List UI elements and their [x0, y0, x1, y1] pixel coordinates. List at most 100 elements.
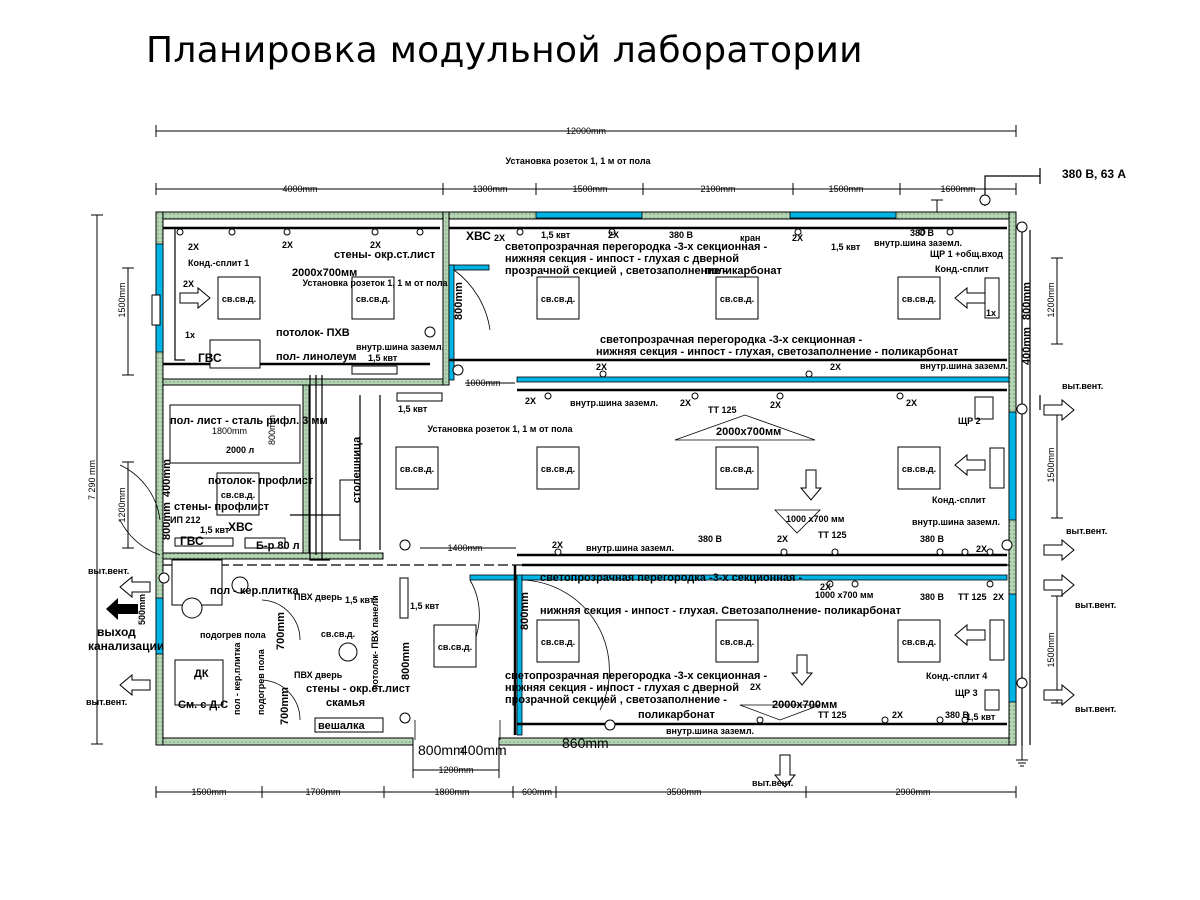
door-size: 1000 х700 мм — [815, 590, 874, 600]
heated-floor-label: подогрев пола — [200, 630, 267, 640]
gvs-label: ГВС — [180, 534, 204, 548]
sock-2x: 2Х — [976, 544, 987, 554]
fixture-label: св.св.д. — [438, 642, 472, 652]
dim-entrance-800: 800mm — [418, 742, 465, 758]
partition-3b: нижняя секция - инпост - глухая. Светоза… — [540, 605, 902, 617]
sock-1x: 1х — [185, 330, 195, 340]
v380-label: 380 В — [910, 228, 935, 238]
vent-label: выт.вент. — [1075, 704, 1116, 714]
door-dim: 800mm — [400, 642, 412, 680]
shr3-label: ЩР 3 — [955, 688, 978, 698]
sock-2x: 2Х — [906, 398, 917, 408]
sock-2x: 2Х — [820, 582, 831, 592]
partition-4b: нижняя секция - инпост - глухая с дверно… — [505, 682, 739, 694]
door-dim: 700mm — [279, 687, 291, 725]
vent-label: выт.вент. — [1075, 600, 1116, 610]
sewage-label: канализации — [88, 639, 164, 653]
dim-1400: 1400mm — [447, 543, 482, 553]
door-dim: 700mm — [275, 612, 287, 650]
dim-right-top: 1200mm — [1046, 282, 1056, 317]
kran-label: кран — [740, 233, 760, 243]
dim-right-mid: 1500mm — [1046, 447, 1056, 482]
pvc-door-label: ПВХ дверь — [294, 670, 343, 680]
v380-label: 380 В — [945, 710, 970, 720]
v380-label: 380 В — [698, 534, 723, 544]
partition-3: светопрозрачная перегородка -3-х секцион… — [540, 572, 802, 584]
partition-4c: прозрачной секцией , светозаполнение - — [505, 694, 727, 706]
light-fixtures — [216, 276, 941, 668]
sock-2x: 2Х — [770, 400, 781, 410]
tt-label: ТТ 125 — [958, 592, 987, 602]
sock-2x: 2Х — [993, 592, 1004, 602]
ground-bar: внутр.шина заземл. — [586, 543, 674, 553]
dim-top-5: 1500mm — [828, 184, 863, 194]
partition-2b: нижняя секция - инпост - глухая, светоза… — [596, 346, 959, 358]
door-dim: 800mm — [453, 282, 465, 320]
sock-2x: 2Х — [608, 230, 619, 240]
door-dim: 800mm — [161, 502, 173, 540]
fixture-label: св.св.д. — [720, 637, 754, 647]
sock-2x: 2Х — [892, 710, 903, 720]
partition-1: светопрозрачная перегородка -3-х секцион… — [505, 241, 767, 253]
dim-bot-3: 1800mm — [434, 787, 469, 797]
dim-overall: 12000mm — [566, 126, 606, 136]
bench-label: скамья — [326, 697, 365, 709]
exit-arrow-icon — [106, 598, 138, 620]
fixture-label: св.св.д. — [356, 294, 390, 304]
kw-label: 1,5 квт — [200, 525, 230, 535]
sock-2x: 2Х — [525, 396, 536, 406]
walls-profile-label: стены- профлист — [174, 501, 270, 513]
dim-top-4: 2100mm — [700, 184, 735, 194]
ground-bar: внутр.шина заземл. — [920, 361, 1008, 371]
khvs-label: ХВС — [228, 520, 253, 534]
vent-label: выт.вент. — [1062, 381, 1103, 391]
kw-label: 1,5 квт — [966, 712, 996, 722]
sock-2x: 2Х — [370, 240, 381, 250]
socket-marks — [158, 194, 1028, 731]
cond-split-label: Конд.-сплит — [932, 495, 986, 505]
khvs-label: ХВС — [466, 229, 491, 243]
heated-floor-label: подогрев пола — [256, 648, 266, 715]
dim-height: 7 290 mm — [87, 460, 97, 500]
power-supply: 380 В, 63 А — [1062, 167, 1126, 181]
dim-bot-2: 1700mm — [305, 787, 340, 797]
fixture-label: св.св.д. — [222, 294, 256, 304]
floor-steel-label: пол- лист - сталь рифл. 3 мм — [170, 415, 328, 427]
ground-bar: внутр.шина заземл. — [874, 238, 962, 248]
ip212-label: ИП 212 — [170, 515, 200, 525]
exit-label: выход — [97, 625, 136, 639]
ground-bar: внутр.шина заземл. — [356, 342, 444, 352]
v380-label: 380 В — [920, 534, 945, 544]
dk-label: ДК — [194, 668, 209, 680]
door-size: 2000х700мм — [772, 699, 837, 711]
fixture-label: св.св.д. — [720, 294, 754, 304]
ceiling-pvc-panel-label: потолок- ПВХ панели — [370, 595, 380, 690]
boiler-label: Б-р 80 л — [256, 540, 300, 552]
tt-label: ТТ 125 — [818, 530, 847, 540]
door-dim: 400mm — [161, 459, 173, 497]
tt-label: ТТ 125 — [818, 710, 847, 720]
sock-2x: 2Х — [183, 279, 194, 289]
fixture-label: св.св.д. — [400, 464, 434, 474]
dim-top-6: 1600mm — [940, 184, 975, 194]
dim-entrance-400: 400mm — [460, 742, 507, 758]
dim-top-2: 1300mm — [472, 184, 507, 194]
vent-arrows — [119, 286, 1075, 788]
fixture-label: св.св.д. — [902, 637, 936, 647]
dimension-lines — [91, 125, 1063, 798]
dim-bot-6: 2900mm — [895, 787, 930, 797]
shower-label: См. с Д.С — [178, 699, 228, 711]
kw-label: 1,5 квт — [368, 353, 398, 363]
cond-split1-label: Конд.-сплит 1 — [188, 258, 249, 268]
dim-bot-5: 3500mm — [666, 787, 701, 797]
walls-label: стены- окр.ст.лист — [334, 249, 436, 261]
partition-1c: прозрачной секцией , светозаполнение - — [505, 265, 727, 277]
dim-500: 500mm — [137, 594, 147, 625]
vent-label: выт.вент. — [1066, 526, 1107, 536]
sockets-note-top: Установка розеток 1, 1 м от пола — [505, 156, 651, 166]
floor-tile-label: пол - кер.плитка — [232, 641, 242, 715]
dim-left-top: 1500mm — [117, 282, 127, 317]
fixture-label: св.св.д. — [541, 637, 575, 647]
ground-symbol-icon — [931, 199, 1028, 767]
